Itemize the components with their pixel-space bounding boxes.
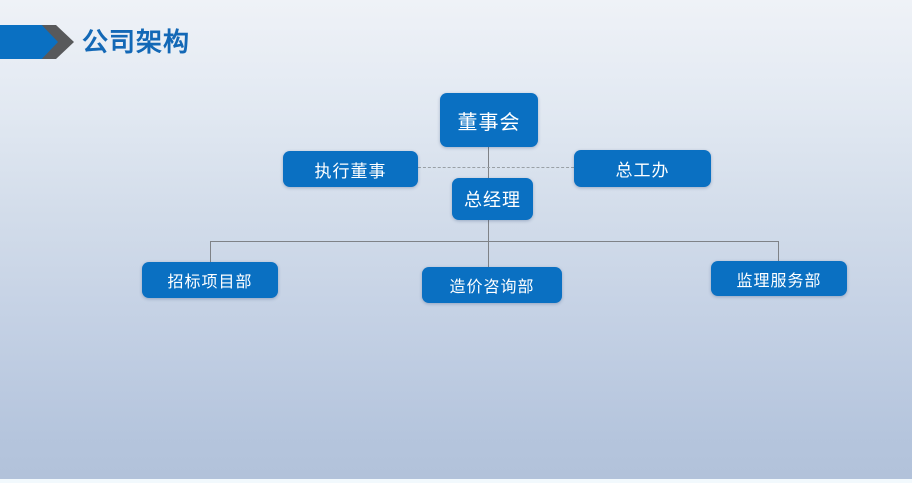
connector-drop-bidding — [210, 241, 211, 262]
org-node-supervision-service-dept: 监理服务部 — [711, 261, 847, 296]
org-node-chief-engineer-office: 总工办 — [574, 150, 711, 187]
org-node-executive-director-label: 执行董事 — [314, 161, 387, 181]
org-node-supervision-service-dept-label: 监理服务部 — [736, 272, 822, 290]
slide-bottom-edge — [0, 479, 912, 483]
org-node-board: 董事会 — [440, 93, 538, 147]
org-node-executive-director: 执行董事 — [283, 151, 418, 187]
org-node-bidding-project-dept: 招标项目部 — [142, 262, 278, 298]
org-node-general-manager: 总经理 — [452, 178, 533, 220]
connector-dashed-exec-to-chief — [418, 167, 574, 168]
connector-drop-cost — [488, 241, 489, 267]
connector-drop-supervision — [778, 241, 779, 261]
org-node-cost-consulting-dept-label: 造价咨询部 — [449, 279, 535, 296]
org-node-general-manager-label: 总经理 — [464, 190, 521, 210]
page-title: 公司架构 — [82, 27, 191, 57]
org-node-board-label: 董事会 — [457, 111, 521, 134]
connector-departments-horizontal — [210, 241, 778, 242]
org-node-cost-consulting-dept: 造价咨询部 — [422, 267, 562, 303]
org-node-bidding-project-dept-label: 招标项目部 — [167, 274, 253, 291]
org-node-chief-engineer-office-label: 总工办 — [615, 161, 670, 180]
